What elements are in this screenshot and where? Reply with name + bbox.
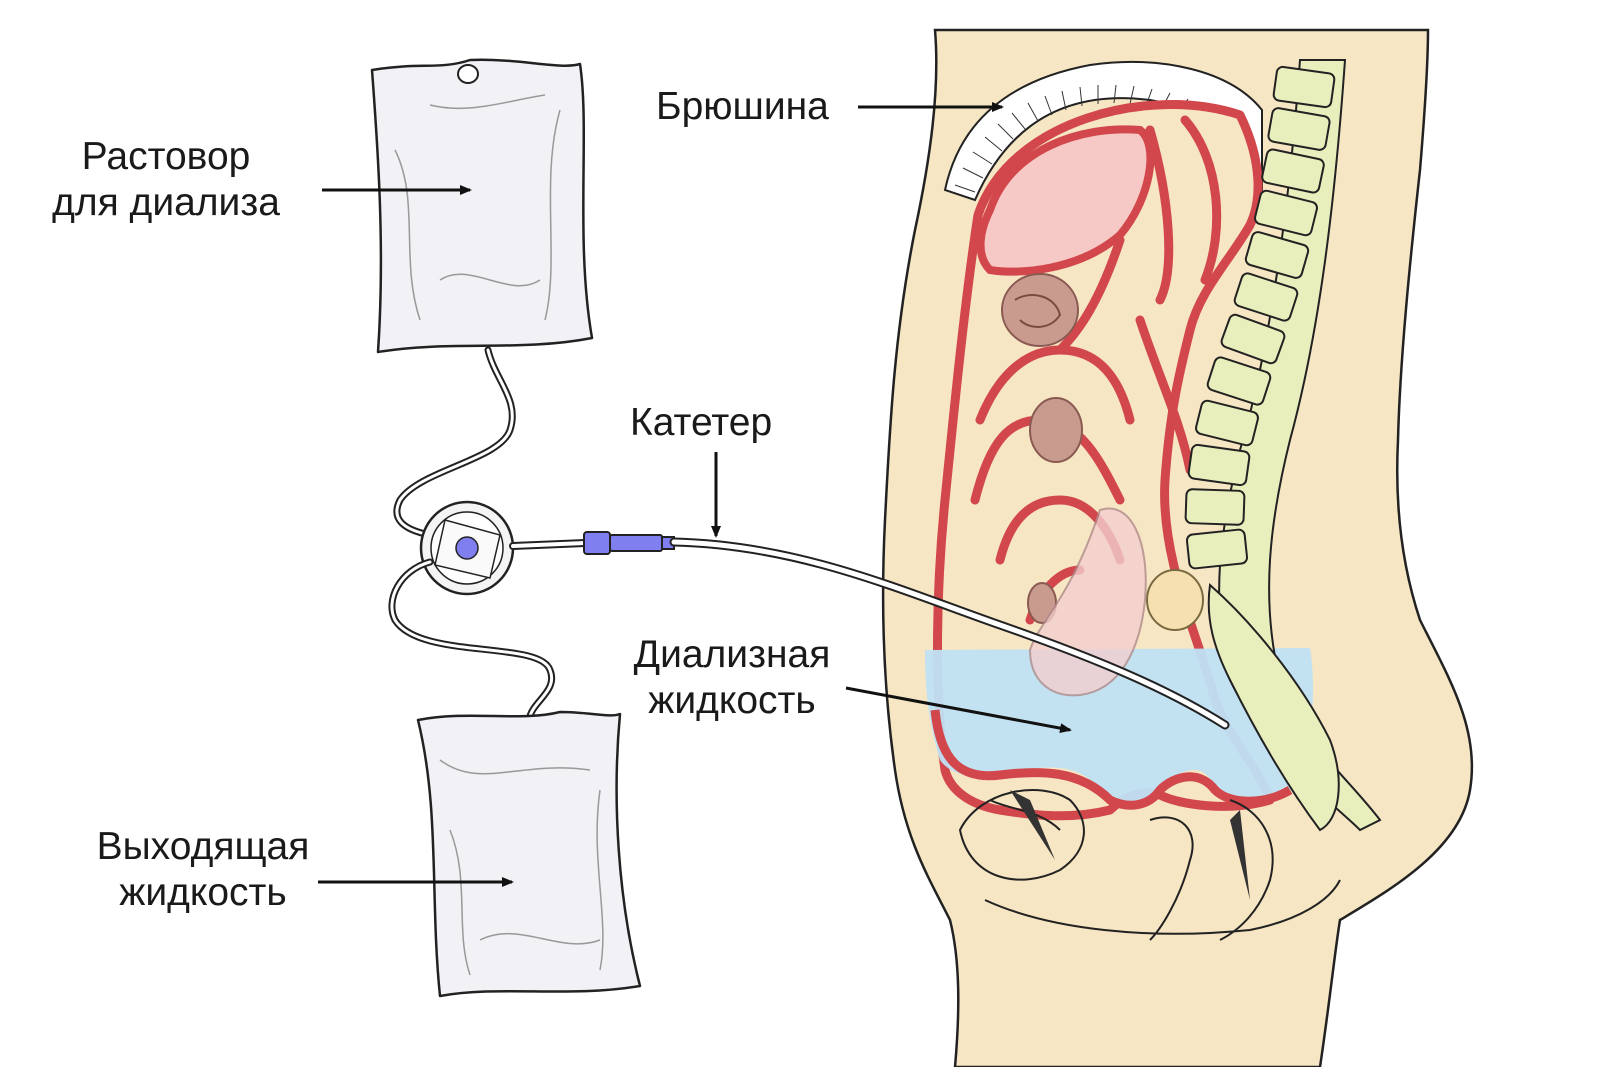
label-arrows — [318, 102, 1072, 887]
liver — [976, 125, 1155, 276]
label-peritoneum-text: Брюшина — [656, 85, 829, 128]
label-outflow-line1: Выходящая — [96, 825, 310, 868]
label-solution-line2: для диализа — [52, 181, 280, 224]
catheter-connector — [583, 531, 675, 555]
pelvic-structures — [958, 789, 1341, 941]
arrow-dialysate — [845, 686, 1072, 734]
label-outflow-line2: жидкость — [119, 871, 287, 914]
label-peritoneum: Брюшина — [656, 84, 829, 130]
label-dialysate: Диализная жидкость — [612, 632, 852, 724]
vertebrae — [1184, 65, 1336, 570]
intestine-lump-2 — [1029, 397, 1083, 463]
outflow-bag — [416, 710, 642, 998]
label-outflow: Выходящая жидкость — [74, 824, 332, 916]
body-cross-section — [881, 28, 1474, 1069]
label-catheter: Катетер — [630, 400, 772, 446]
intestine-lump-4 — [1146, 569, 1204, 631]
dialysate-pool — [925, 648, 1314, 803]
label-catheter-text: Катетер — [630, 401, 773, 444]
label-solution-line1: Растовор — [81, 135, 251, 178]
valve-button[interactable] — [455, 536, 479, 560]
label-dialysate-line1: Диализная — [633, 633, 831, 676]
label-solution: Растовор для диализа — [30, 134, 302, 226]
cavity-bottom-line — [930, 709, 1293, 810]
bag-hanger-hole — [457, 64, 479, 84]
sacrum — [1207, 583, 1340, 832]
transfer-valve[interactable] — [419, 500, 515, 596]
solution-bag — [370, 58, 594, 354]
pelvic-shading — [1010, 790, 1055, 860]
label-dialysate-line2: жидкость — [648, 679, 816, 722]
pelvic-shading-2 — [1230, 810, 1250, 900]
intestine-lump-1 — [1001, 273, 1079, 347]
